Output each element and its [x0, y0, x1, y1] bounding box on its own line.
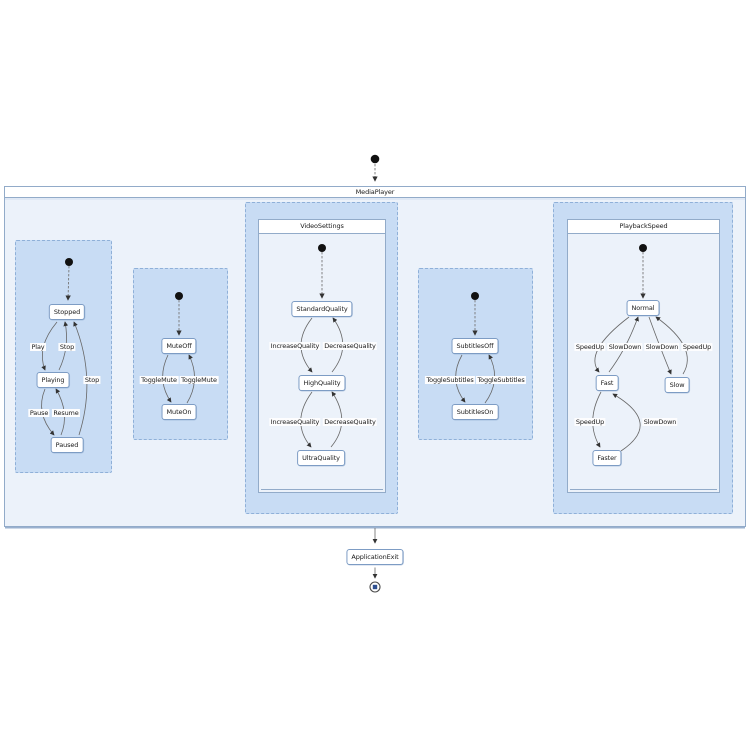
transition-label-speedup-3: SpeedUp — [574, 418, 606, 426]
state-fast: Fast — [595, 375, 619, 391]
final-state-dot — [372, 584, 378, 590]
transition-label-togglemute-1: ToggleMute — [139, 376, 179, 384]
state-normal: Normal — [626, 300, 660, 316]
transition-label-stop-2: Stop — [83, 376, 101, 384]
transition-label-slowdown-1: SlowDown — [607, 343, 643, 351]
state-stopped: Stopped — [48, 304, 86, 320]
state-playbackspeed: PlaybackSpeed — [567, 219, 720, 493]
state-slow: Slow — [664, 377, 690, 393]
transition-label-speedup-2: SpeedUp — [681, 343, 713, 351]
transition-label-slowdown-2: SlowDown — [644, 343, 680, 351]
playbackspeed-bottom-line — [570, 489, 717, 490]
subtitles-initial-dot — [471, 292, 479, 300]
playbackspeed-title: PlaybackSpeed — [568, 220, 719, 234]
transition-label-togglemute-2: ToggleMute — [179, 376, 219, 384]
transition-label-resume: Resume — [51, 409, 81, 417]
state-ultraquality: UltraQuality — [297, 450, 345, 466]
initial-state-dot — [370, 154, 380, 164]
state-muteoff: MuteOff — [161, 338, 197, 354]
state-paused: Paused — [50, 437, 84, 453]
transition-label-slowdown-3: SlowDown — [642, 418, 678, 426]
arrow-initial-stopped — [65, 265, 71, 301]
state-muteon: MuteOn — [161, 404, 197, 420]
videosettings-bottom-line — [261, 489, 383, 490]
transition-label-pause: Pause — [28, 409, 50, 417]
transition-label-play: Play — [30, 343, 46, 351]
transition-label-decreasequality-2: DecreaseQuality — [322, 418, 378, 426]
mediaplayer-title: MediaPlayer — [5, 187, 745, 198]
speed-initial-dot — [639, 244, 647, 252]
transition-label-togglesubtitles-2: ToggleSubtitles — [475, 376, 527, 384]
transition-label-togglesubtitles-1: ToggleSubtitles — [424, 376, 476, 384]
state-subtitleson: SubtitlesOn — [451, 404, 499, 420]
state-highquality: HighQuality — [298, 375, 346, 391]
mute-initial-dot — [175, 292, 183, 300]
arrow-faster-fast — [612, 393, 641, 452]
video-initial-dot — [318, 244, 326, 252]
state-subtitlesoff: SubtitlesOff — [451, 338, 499, 354]
region-playback — [15, 240, 112, 473]
state-applicationexit: ApplicationExit — [346, 549, 404, 565]
state-standardquality: StandardQuality — [291, 301, 353, 317]
transition-label-stop-1: Stop — [58, 343, 76, 351]
transition-label-increasequality-1: IncreaseQuality — [269, 342, 321, 350]
state-faster: Faster — [592, 450, 622, 466]
transition-label-increasequality-2: IncreaseQuality — [269, 418, 321, 426]
state-playing: Playing — [36, 372, 70, 388]
transition-label-decreasequality-1: DecreaseQuality — [322, 342, 378, 350]
transition-label-speedup-1: SpeedUp — [574, 343, 606, 351]
videosettings-title: VideoSettings — [259, 220, 385, 234]
playback-initial-dot — [65, 258, 73, 266]
